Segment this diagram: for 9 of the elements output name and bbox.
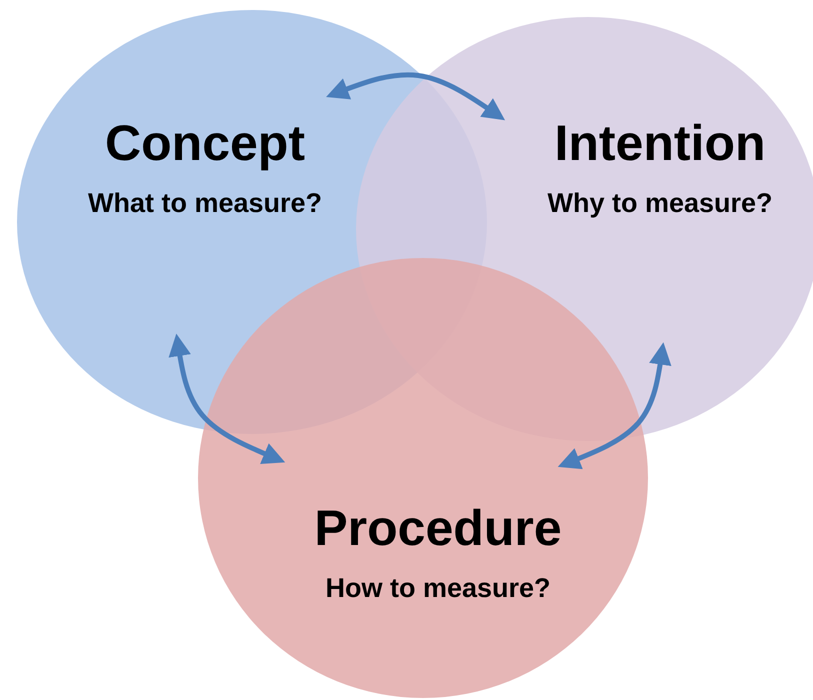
- circle-heading: Procedure: [314, 499, 562, 557]
- double-arrow: [558, 342, 672, 470]
- circle-subtitle: How to measure?: [325, 573, 551, 604]
- double-arrow: [326, 72, 506, 120]
- double-arrow: [168, 334, 286, 464]
- circle-subtitle: What to measure?: [88, 188, 322, 219]
- circle-heading: Concept: [105, 114, 305, 172]
- circle-heading: Intention: [554, 114, 766, 172]
- circle-subtitle: Why to measure?: [547, 188, 773, 219]
